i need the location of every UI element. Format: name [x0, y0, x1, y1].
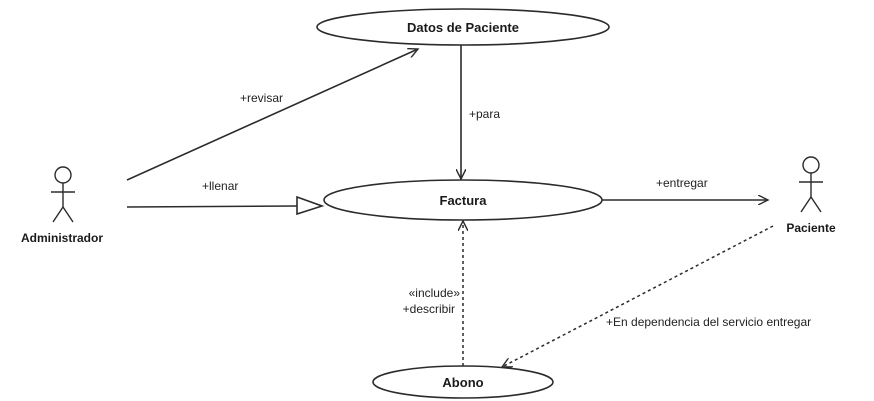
- label-entregar: +entregar: [656, 176, 708, 190]
- usecase-factura[interactable]: Factura: [323, 179, 603, 221]
- stick-figure-icon: [799, 156, 823, 213]
- assoc-revisar-line[interactable]: [126, 49, 418, 181]
- actor-administrador[interactable]: Administrador: [21, 166, 103, 245]
- stick-figure-icon: [51, 166, 75, 223]
- label-revisar: +revisar: [240, 91, 283, 105]
- usecase-abono[interactable]: Abono: [372, 365, 554, 399]
- label-include: «include»: [409, 286, 461, 300]
- label-describir: +describir: [403, 302, 455, 316]
- usecase-abono-label: Abono: [442, 375, 483, 390]
- usecase-datos-de-paciente[interactable]: Datos de Paciente: [316, 8, 610, 46]
- actor-paciente-label: Paciente: [786, 221, 836, 235]
- generalization-llenar-line[interactable]: [126, 205, 298, 208]
- usecase-datos-label: Datos de Paciente: [407, 20, 519, 35]
- usecase-factura-label: Factura: [440, 193, 488, 208]
- actor-administrador-label: Administrador: [21, 231, 103, 245]
- dependency-entregar-line[interactable]: [502, 225, 774, 367]
- generalization-triangle-icon: [296, 195, 325, 216]
- label-para: +para: [469, 107, 500, 121]
- label-dependencia: +En dependencia del servicio entregar: [606, 315, 811, 329]
- actor-paciente[interactable]: Paciente: [786, 156, 836, 235]
- label-llenar: +llenar: [202, 179, 238, 193]
